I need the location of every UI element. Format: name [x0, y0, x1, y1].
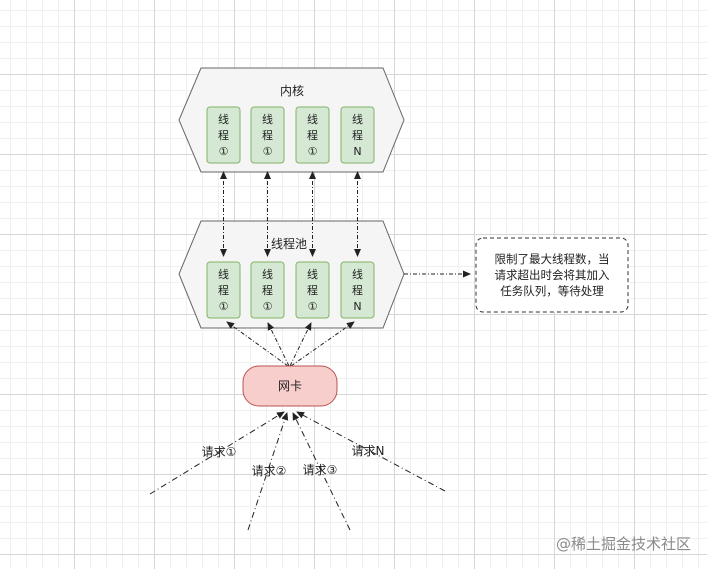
svg-text:①: ①: [219, 145, 229, 158]
svg-text:程: 程: [262, 129, 273, 142]
svg-text:程: 程: [307, 129, 318, 142]
request-label-2: 请求②: [252, 464, 287, 478]
request-label-3: 请求③: [303, 463, 338, 477]
watermark: @稀土掘金技术社区: [556, 535, 691, 553]
svg-text:程: 程: [352, 284, 363, 297]
pool-thread-3: 线 程 ①: [295, 261, 330, 319]
nic-to-pool-arrows: [226, 321, 355, 367]
request-arrows: [149, 411, 446, 531]
svg-text:①: ①: [308, 145, 318, 158]
request-label-1: 请求①: [202, 445, 237, 459]
svg-text:①: ①: [308, 300, 318, 313]
svg-text:线: 线: [262, 112, 273, 126]
request-arrow-3: [292, 412, 351, 531]
svg-text:N: N: [353, 145, 361, 158]
svg-text:线: 线: [218, 112, 229, 126]
network-card-label: 网卡: [278, 379, 302, 393]
svg-text:线: 线: [352, 267, 363, 281]
pool-thread-1: 线 程 ①: [206, 261, 241, 319]
request-arrow-1: [149, 411, 285, 495]
note-line-3: 任务队列，等待处理: [500, 284, 604, 298]
svg-text:线: 线: [262, 267, 273, 281]
svg-text:程: 程: [352, 129, 363, 142]
svg-text:N: N: [353, 300, 361, 313]
svg-text:线: 线: [307, 112, 318, 126]
note-line-1: 限制了最大线程数，当: [495, 252, 610, 266]
note-line-2: 请求超出时会将其加入: [495, 268, 610, 282]
kernel-thread-2: 线 程 ①: [250, 106, 285, 164]
svg-text:程: 程: [262, 284, 273, 297]
pool-thread-n: 线 程 N: [340, 261, 375, 319]
kernel-title: 内核: [280, 84, 304, 98]
svg-text:程: 程: [218, 129, 229, 142]
kernel-pool-connectors: [220, 171, 361, 257]
request-arrow-2: [247, 412, 289, 531]
svg-text:线: 线: [307, 267, 318, 281]
svg-text:线: 线: [218, 267, 229, 281]
svg-text:程: 程: [218, 284, 229, 297]
network-card: 网卡: [242, 365, 338, 407]
svg-text:线: 线: [352, 112, 363, 126]
thread-pool-title: 线程池: [271, 236, 307, 251]
svg-text:①: ①: [263, 300, 273, 313]
kernel-thread-1: 线 程 ①: [206, 106, 241, 164]
note-box: 限制了最大线程数，当 请求超出时会将其加入 任务队列，等待处理: [475, 237, 629, 313]
svg-text:①: ①: [219, 300, 229, 313]
request-label-n: 请求N: [352, 444, 385, 458]
kernel-thread-n: 线 程 N: [340, 106, 375, 164]
kernel-thread-3: 线 程 ①: [295, 106, 330, 164]
pool-thread-2: 线 程 ①: [250, 261, 285, 319]
svg-text:程: 程: [307, 284, 318, 297]
svg-text:①: ①: [263, 145, 273, 158]
request-arrow-n: [296, 411, 446, 492]
